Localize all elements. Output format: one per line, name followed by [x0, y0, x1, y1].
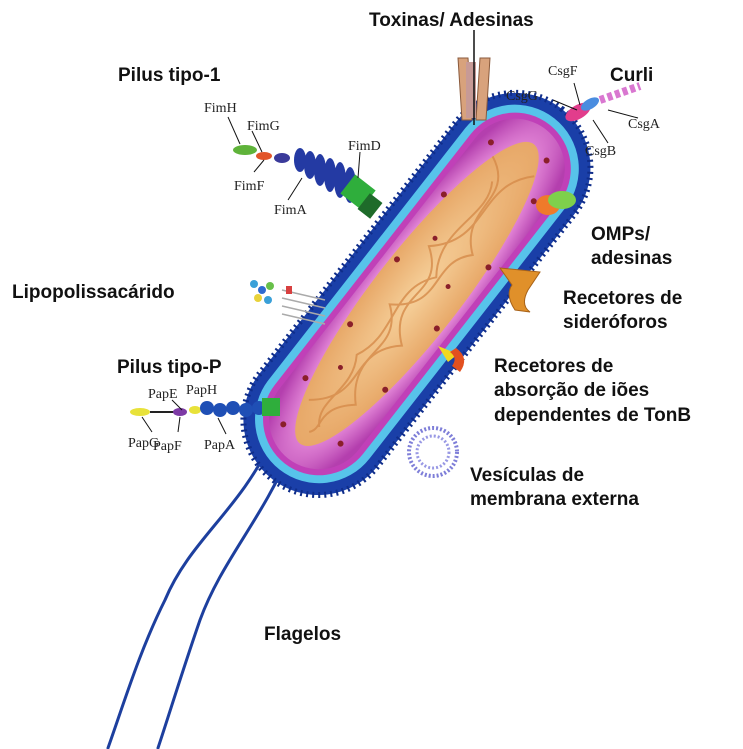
- vesicle-icon: [409, 428, 457, 476]
- flagellum-2: [158, 448, 292, 748]
- label-fimh: FimH: [204, 101, 237, 116]
- toxin-channel-icon: [458, 30, 490, 125]
- label-ves-line1: Vesículas de: [470, 464, 639, 488]
- label-omps-line2: adesinas: [591, 247, 672, 271]
- label-tonb-line1: Recetores de: [494, 355, 691, 379]
- label-papa: PapA: [204, 438, 236, 453]
- label-pilus-tipo-1: Pilus tipo-1: [118, 64, 220, 88]
- label-curli: Curli: [610, 64, 653, 88]
- label-lipopolissacarido: Lipopolissacárido: [12, 281, 175, 305]
- label-tonb-line2: absorção de iões: [494, 379, 691, 403]
- label-csgb: CsgB: [585, 144, 616, 159]
- label-ves-line2: membrana externa: [470, 488, 639, 512]
- label-pilus-tipo-p: Pilus tipo-P: [117, 356, 222, 380]
- flagella: [108, 440, 292, 748]
- label-csgg: CsgG: [506, 89, 538, 104]
- label-recetores-sideroforos: Recetores de sideróforos: [563, 287, 682, 336]
- label-fimg: FimG: [247, 119, 280, 134]
- label-csga: CsgA: [628, 117, 661, 132]
- label-paph: PapH: [186, 383, 217, 398]
- label-sid-line1: Recetores de: [563, 287, 682, 311]
- label-sid-line2: sideróforos: [563, 311, 682, 335]
- label-papf: PapF: [153, 439, 182, 454]
- label-toxinas: Toxinas/ Adesinas: [369, 9, 534, 33]
- label-fima: FimA: [274, 203, 308, 218]
- label-omps: OMPs/ adesinas: [591, 223, 672, 272]
- label-tonb-line3: dependentes de TonB: [494, 404, 691, 428]
- label-vesiculas: Vesículas de membrana externa: [470, 464, 639, 513]
- label-csgf: CsgF: [548, 64, 578, 79]
- label-recetores-tonb: Recetores de absorção de iões dependente…: [494, 355, 691, 428]
- label-flagelos: Flagelos: [264, 623, 341, 647]
- flagellum-1: [108, 440, 272, 748]
- label-omps-line1: OMPs/: [591, 223, 672, 247]
- label-fimd: FimD: [348, 139, 381, 154]
- label-fimf: FimF: [234, 179, 265, 194]
- label-pape: PapE: [148, 387, 178, 402]
